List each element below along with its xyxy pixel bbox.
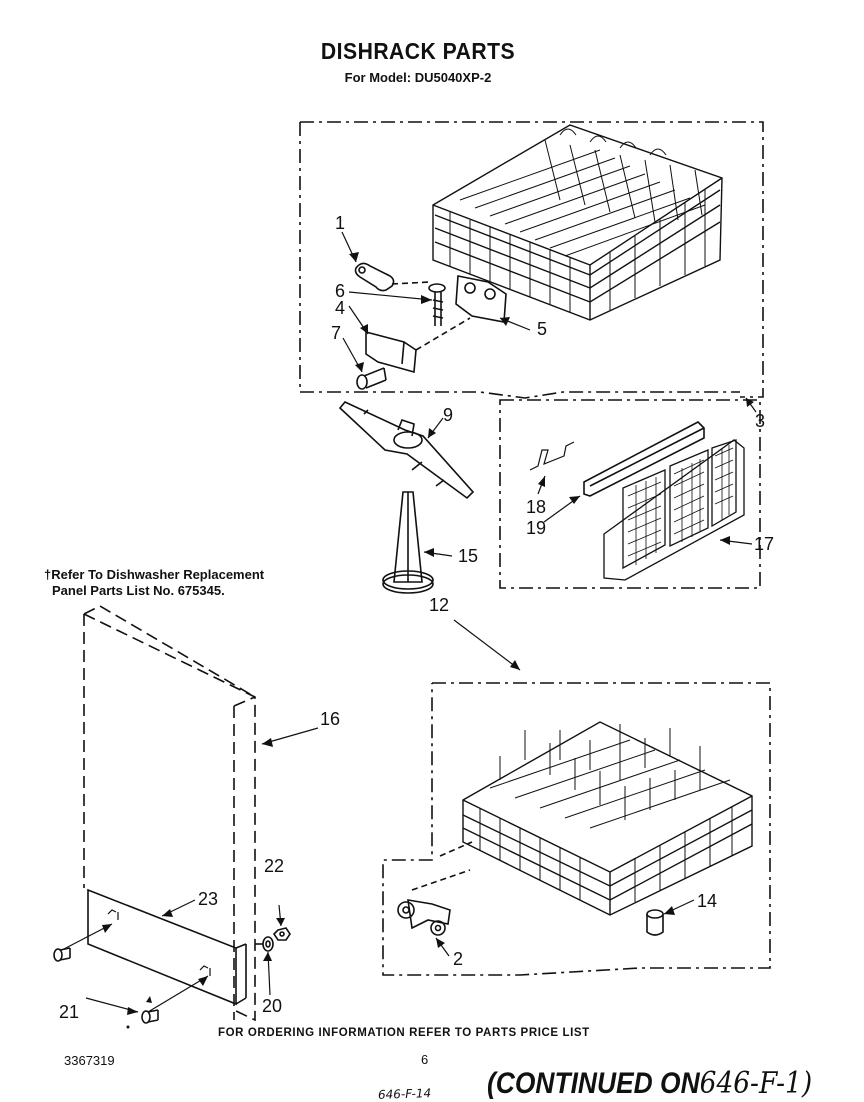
document-number: 3367319	[64, 1053, 115, 1068]
roller-bracket-part-2	[397, 841, 473, 936]
spray-tube-part-15	[382, 491, 434, 594]
rack-adjuster-part-1	[354, 262, 431, 292]
label-part-9: 9	[443, 405, 454, 425]
roller-cap-part-14	[646, 909, 664, 936]
page-title: DISHRACK PARTS	[320, 38, 516, 64]
label-part-23: 23	[198, 889, 219, 909]
label-part-7: 7	[331, 323, 342, 343]
continued-reference: 646-F-1)	[699, 1066, 813, 1101]
label-part-16: 16	[320, 709, 341, 729]
label-part-21: 21	[59, 1002, 80, 1022]
model-subtitle: For Model: DU5040XP-2	[344, 70, 492, 85]
label-part-14: 14	[697, 891, 718, 911]
label-part-19: 19	[526, 518, 547, 538]
ordering-info-footer: FOR ORDERING INFORMATION REFER TO PARTS …	[218, 1027, 590, 1039]
continued-on-note: (CONTINUED ON646-F-1)	[487, 1066, 812, 1101]
basket-handle-part-19	[583, 421, 705, 497]
upper-rack-assembly-box	[299, 121, 764, 399]
label-part-5: 5	[537, 319, 548, 339]
upper-dishrack	[432, 124, 723, 321]
label-part-6: 6	[335, 281, 346, 301]
stray-dot	[126, 1025, 130, 1029]
screw-part-21-lower	[141, 1009, 159, 1024]
label-part-18: 18	[526, 497, 547, 517]
basket-clip-part-18	[529, 441, 575, 471]
screw-part-21-upper	[53, 947, 71, 962]
label-part-22: 22	[264, 856, 285, 876]
handwritten-reference: 646-F-14	[377, 1086, 432, 1102]
nut-part-22	[272, 927, 291, 941]
label-part-2: 2	[453, 949, 464, 969]
label-part-1: 1	[335, 213, 346, 233]
continued-prefix: (CONTINUED ON	[487, 1067, 700, 1100]
lower-rack-assembly-box	[382, 682, 771, 976]
spray-arm-part-9	[338, 401, 475, 500]
arrowheads	[102, 252, 754, 1015]
adjuster-cover-part-4	[365, 317, 471, 374]
label-part-4: 4	[335, 298, 346, 318]
replacement-panel-note-line-2: Panel Parts List No. 675345.	[52, 583, 225, 598]
lower-dishrack	[462, 721, 753, 916]
label-part-20: 20	[262, 996, 283, 1016]
silverware-basket-box	[499, 399, 761, 589]
page-number: 6	[421, 1052, 429, 1067]
silverware-basket-part-17	[603, 439, 745, 581]
screw-part-7	[356, 367, 387, 390]
adjuster-housing-part-5	[455, 275, 507, 323]
door-trim-part-23	[87, 888, 247, 1006]
label-part-12: 12	[429, 595, 450, 615]
label-part-3: 3	[755, 411, 766, 431]
screw-part-6	[428, 283, 446, 326]
door-panel-part-16	[83, 605, 256, 1022]
replacement-panel-note-line-1: †Refer To Dishwasher Replacement	[44, 567, 265, 582]
label-part-17: 17	[754, 534, 775, 554]
label-part-15: 15	[458, 546, 479, 566]
washer-part-20	[255, 936, 274, 952]
